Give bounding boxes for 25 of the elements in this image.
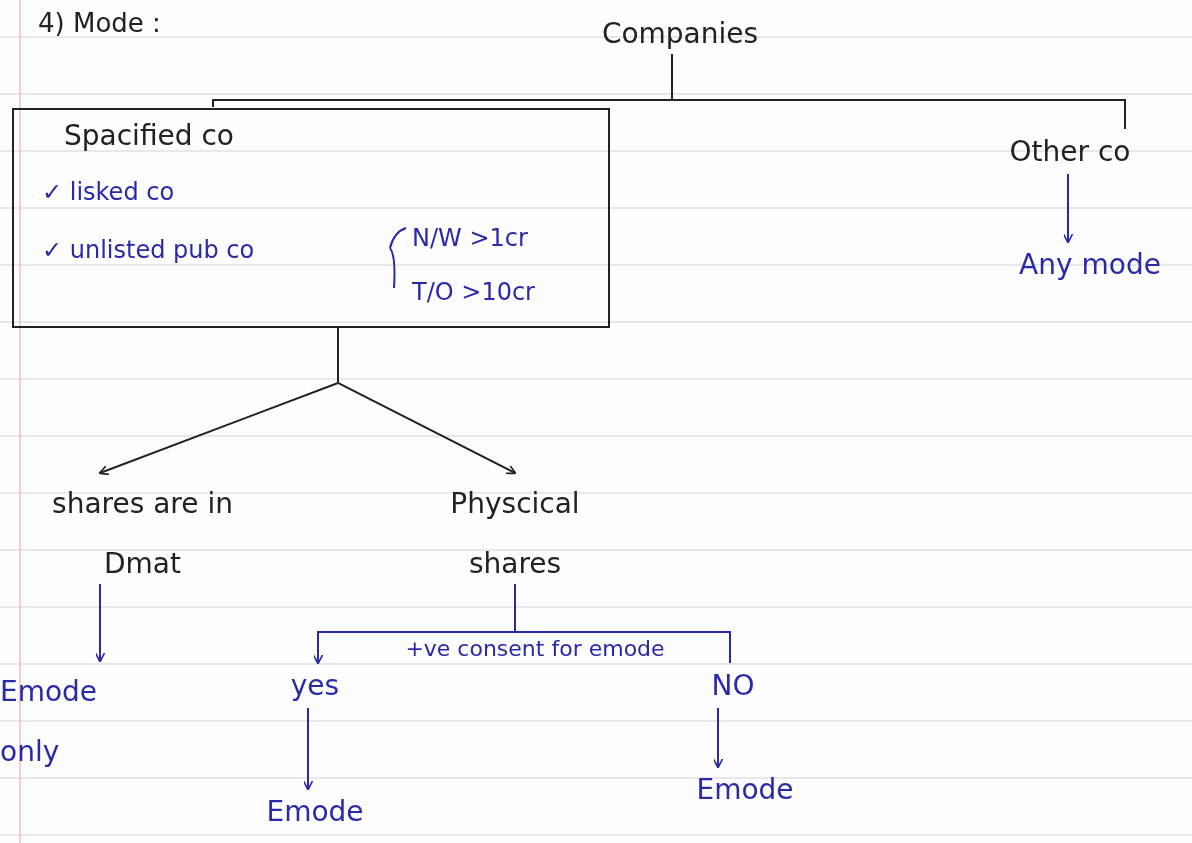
condition-text: T/O >10cr — [412, 277, 535, 308]
heading: 4) Mode : — [38, 8, 161, 38]
node-label: NO — [688, 664, 778, 708]
node-label: yes — [270, 664, 360, 708]
arrow — [1062, 173, 1074, 244]
connector-line — [671, 53, 1126, 130]
arrow — [337, 327, 517, 475]
node-label: Other co — [975, 130, 1165, 174]
arrow — [94, 583, 106, 663]
node-label: shares are in Dmat — [10, 474, 275, 584]
list-item: ✓ unlisted pub co — [42, 235, 255, 266]
arrow — [302, 707, 314, 791]
branch-note: +ve consent for emode — [405, 636, 665, 662]
condition-text: N/W >1cr — [412, 223, 528, 254]
connector-line — [514, 583, 731, 664]
process-box — [12, 108, 610, 328]
list-item: ✓ lisked co — [42, 177, 175, 208]
node-label: Emode only — [0, 662, 160, 782]
arrow — [712, 707, 724, 769]
node-label: Emode — [240, 790, 390, 834]
node-label: Emode — [670, 768, 820, 812]
node-label: Any mode — [990, 243, 1190, 287]
node-label: Companies — [600, 14, 760, 54]
box-heading: Spacified co — [64, 118, 234, 154]
node-label: Physcical shares — [405, 474, 625, 584]
